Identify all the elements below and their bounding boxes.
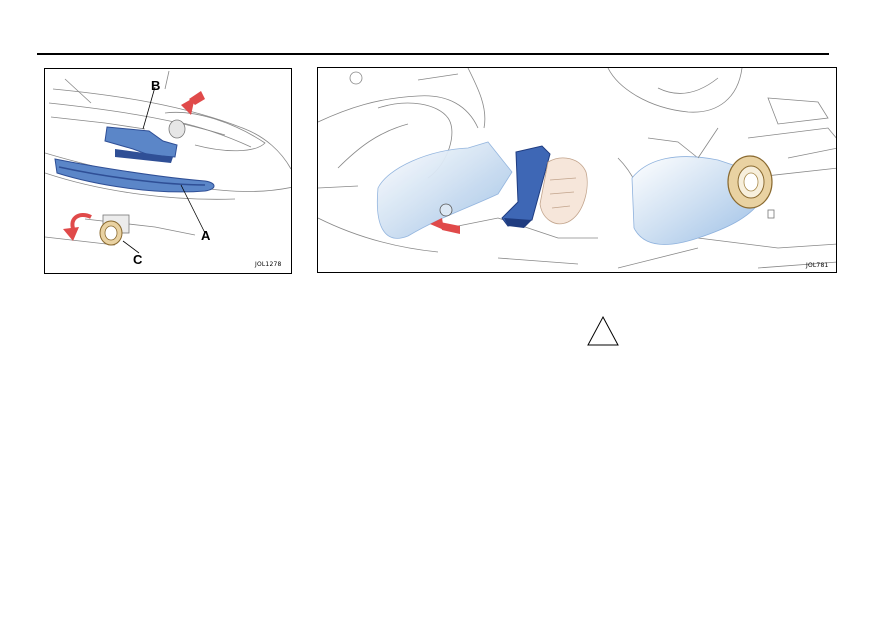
callout-label-c: C <box>133 252 143 267</box>
bulb-holder-ring <box>727 155 773 209</box>
warning-triangle-icon <box>586 315 620 347</box>
figure-headlamp-cover-removal: JOL781 <box>317 67 837 273</box>
callout-label-b: B <box>151 78 161 93</box>
figure-code-right: JOL781 <box>806 262 829 269</box>
part-c-bulb-holder <box>99 214 130 246</box>
header-rule <box>37 53 829 55</box>
part-b-lens <box>104 126 178 163</box>
retaining-strap <box>501 145 551 228</box>
hand-illustration <box>539 157 588 225</box>
headlamp-cover-left <box>376 141 513 239</box>
figure-code-left: JOL1278 <box>255 261 282 268</box>
figure-left-illustration <box>45 70 291 254</box>
red-arrow-icon <box>430 218 460 234</box>
part-a-marker <box>54 158 215 193</box>
figure-right-illustration <box>318 68 836 269</box>
red-arrow-icon <box>181 91 205 115</box>
rotate-arrow-icon <box>63 213 92 241</box>
figure-side-marker-removal: B A C JOL1278 <box>44 68 292 274</box>
callout-label-a: A <box>201 228 211 243</box>
